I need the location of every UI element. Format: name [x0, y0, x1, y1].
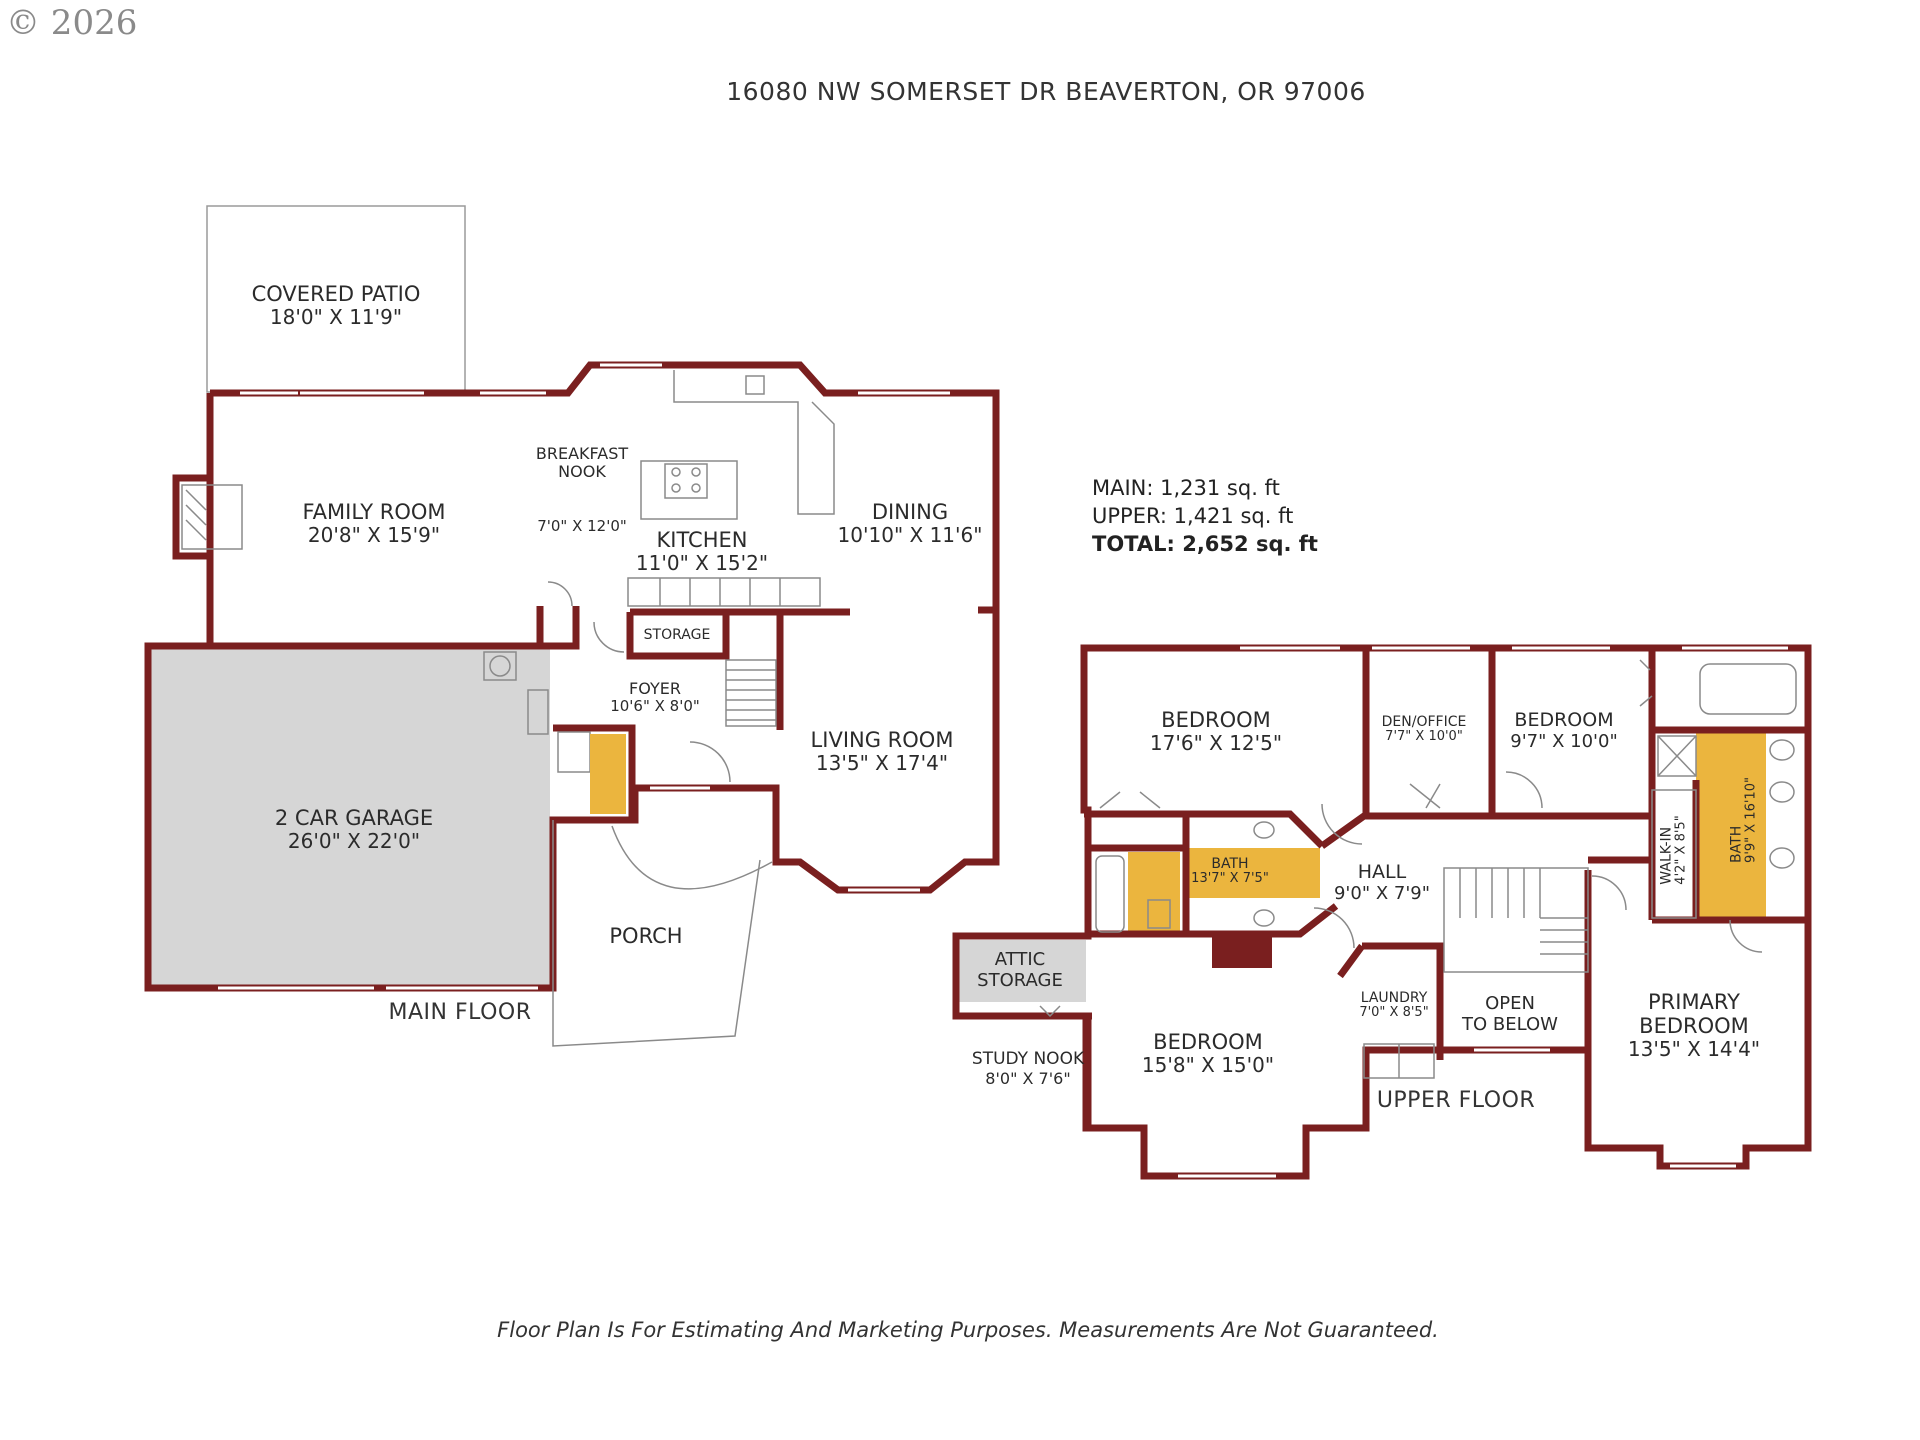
- room-study-nook: STUDY NOOK 8'0" X 7'6": [971, 1049, 1085, 1088]
- room-laundry: LAUNDRY 7'0" X 8'5": [1359, 990, 1429, 1021]
- main-stairs: [725, 659, 777, 727]
- watermark: © 2026: [6, 3, 138, 43]
- upper-bath-fill: [1186, 848, 1320, 898]
- disclaimer: Floor Plan Is For Estimating And Marketi…: [497, 1318, 1439, 1342]
- room-kitchen: KITCHEN 11'0" X 15'2": [635, 528, 769, 576]
- room-bedroom-3: BEDROOM 15'8" X 15'0": [1141, 1030, 1275, 1078]
- upper-floor-plan: [952, 644, 1812, 1180]
- kitchen-counter-lower: [627, 577, 821, 607]
- powder-room-wall: [553, 724, 636, 820]
- main-floor-plan: [144, 205, 1000, 1047]
- kitchen-counter: [673, 370, 835, 515]
- room-porch: PORCH: [609, 924, 683, 948]
- room-garage: 2 CAR GARAGE 26'0" X 22'0": [274, 806, 434, 854]
- primary-bath-fill: [1696, 728, 1766, 918]
- room-bath-upper: BATH 13'7" X 7'5": [1191, 856, 1269, 887]
- room-attic-storage: ATTIC STORAGE: [977, 949, 1063, 991]
- chimney: [1212, 934, 1272, 968]
- room-living-room: LIVING ROOM 13'5" X 17'4": [810, 728, 954, 776]
- room-hall: HALL 9'0" X 7'9": [1333, 861, 1431, 904]
- attic-fill: [956, 940, 1086, 1002]
- room-family-room: FAMILY ROOM 20'8" X 15'9": [302, 500, 446, 548]
- room-breakfast-nook: BREAKFAST NOOK 7'0" X 12'0": [535, 443, 629, 536]
- cooktop: [664, 463, 708, 499]
- upper-exterior-wall: [952, 644, 1812, 1180]
- upper-floor-label: UPPER FLOOR: [1376, 1088, 1536, 1113]
- foyer-door-swing: [593, 621, 625, 653]
- room-dining: DINING 10'10" X 11'6": [837, 500, 983, 548]
- main-area: MAIN: 1,231 sq. ft: [1092, 476, 1280, 500]
- room-walk-in: WALK-IN 4'2" X 8'5": [1658, 815, 1689, 885]
- room-den-office: DEN/OFFICE 7'7" X 10'0": [1381, 714, 1467, 745]
- upper-area: UPPER: 1,421 sq. ft: [1092, 504, 1294, 528]
- kitchen-storage-wall: [626, 608, 850, 730]
- area-summary: MAIN: 1,231 sq. ft UPPER: 1,421 sq. ft T…: [1092, 474, 1318, 558]
- room-bath-primary: BATH 9'9" X 16'10": [1728, 777, 1759, 863]
- primary-tub: [1699, 663, 1797, 715]
- powder-bath-fill: [590, 734, 626, 814]
- room-storage: STORAGE: [643, 627, 711, 643]
- foyer-closet-wall: [536, 606, 580, 650]
- room-covered-patio: COVERED PATIO 18'0" X 11'9": [251, 282, 421, 330]
- room-foyer: FOYER 10'6" X 8'0": [610, 679, 700, 716]
- room-bedroom-1: BEDROOM 17'6" X 12'5": [1149, 708, 1283, 756]
- upper-bath-small-fill: [1128, 852, 1180, 932]
- fireplace-wall: [172, 474, 210, 560]
- room-primary-bedroom: PRIMARY BEDROOM 13'5" X 14'4": [1627, 990, 1761, 1062]
- porch-outline: [552, 820, 761, 1047]
- fireplace-hearth: [181, 484, 243, 550]
- total-area: TOTAL: 2,652 sq. ft: [1092, 532, 1318, 556]
- property-address: 16080 NW SOMERSET DR BEAVERTON, OR 97006: [726, 77, 1366, 106]
- main-floor-label: MAIN FLOOR: [388, 1000, 532, 1025]
- upper-stairs: [1443, 867, 1589, 973]
- room-bedroom-2: BEDROOM 9'7" X 10'0": [1510, 709, 1618, 752]
- room-open-to-below: OPEN TO BELOW: [1462, 993, 1558, 1035]
- garage-floor: [150, 648, 550, 988]
- kitchen-island: [640, 460, 738, 520]
